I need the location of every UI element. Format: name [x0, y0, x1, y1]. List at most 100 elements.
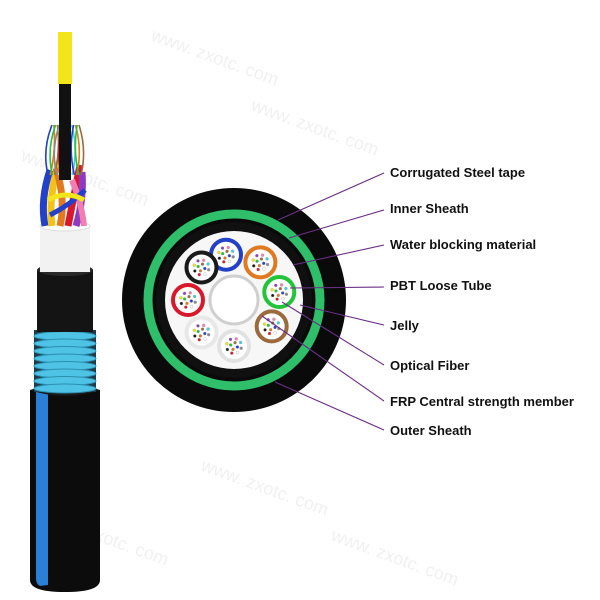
fiber-dot [260, 253, 265, 257]
fiber-dot [206, 327, 210, 331]
leader-jelly [299, 304, 385, 326]
steel-tape-ring [143, 209, 325, 391]
fiber-dot [273, 331, 277, 335]
fiber-dot [230, 249, 235, 253]
fiber-dot [185, 301, 189, 305]
fiber-dot [235, 345, 239, 349]
fiber-dot [227, 254, 232, 258]
fiber-dot [268, 328, 273, 332]
leader-lines [261, 172, 385, 431]
fiber-dot [206, 268, 211, 272]
fiber-dot [265, 257, 269, 261]
fiber-dot [187, 295, 191, 299]
fiber-dot [228, 337, 233, 342]
fiber-dot [200, 262, 205, 266]
loose-tube-black [184, 250, 219, 285]
fiber-dot [276, 321, 280, 325]
water-blocking-tape-side [40, 226, 90, 272]
label-frp-central-strength-member: FRP Central strength member [390, 394, 574, 409]
fiber-dot [200, 327, 205, 331]
watermark-text: www. zxotc. com [198, 455, 332, 520]
fiber-dot [230, 351, 234, 355]
fiber-dot [284, 292, 289, 296]
fiber-dot [198, 334, 203, 338]
loose-tube-white-2 [184, 315, 219, 350]
fiber-dot [255, 259, 259, 263]
frp-central-member [208, 274, 260, 326]
fiber-dot [284, 286, 288, 291]
label-optical-fiber: Optical Fiber [390, 358, 470, 373]
fiber-dot [206, 262, 210, 266]
fiber-dot [262, 322, 267, 326]
fiber-dot [271, 293, 275, 298]
fiber-dot [234, 337, 238, 341]
fiber-dot [280, 291, 285, 295]
central-member-yellow [58, 32, 72, 84]
fiber-dot [217, 256, 222, 260]
fiber-dot [183, 297, 187, 301]
fiber-dot [193, 269, 197, 273]
fiber-dot [188, 291, 192, 295]
fiber-dot [203, 331, 207, 336]
fiber-dot [223, 256, 227, 260]
fiber-dot [193, 300, 197, 304]
fiber-dot [202, 258, 206, 262]
outer-jacket-blue-stripe [36, 392, 48, 586]
leader-inner-sheath [288, 209, 385, 239]
loose-tube-bundle [39, 158, 87, 228]
fiber-dot [231, 347, 235, 351]
leader-outer-sheath [274, 381, 385, 431]
inner-sheath-side [37, 270, 93, 332]
fiber-strand [53, 124, 60, 176]
loose-tube-brown [254, 309, 289, 344]
fiber-dot [221, 252, 225, 256]
fiber-dot [189, 299, 193, 303]
fiber-dot [182, 291, 187, 296]
fiber-dot [192, 294, 197, 299]
fiber-dot [275, 297, 279, 301]
fiber-dot [196, 264, 200, 269]
fiber-dot [262, 261, 266, 266]
loose-tube-green [262, 275, 297, 310]
fiber-dot [278, 287, 282, 291]
fiber-strand [70, 124, 76, 176]
fiber-dot [203, 266, 207, 271]
fiber-dot [217, 250, 221, 255]
fiber-dot [235, 350, 240, 355]
fiber-dot [198, 269, 203, 273]
watermark-text: www. zxotc. com [148, 25, 282, 90]
fiber-dot [193, 334, 197, 338]
watermark-text: www. zxotc. com [328, 525, 462, 590]
fiber-dot [276, 293, 280, 298]
fiber-dot [252, 264, 256, 268]
loose-tubes [171, 237, 297, 363]
loose-tube-orange [243, 245, 278, 280]
fiber-dot [196, 259, 200, 263]
fiber-dot [203, 272, 207, 276]
watermark-text: www. zxotc. com [248, 95, 382, 160]
fiber-dot [262, 267, 266, 271]
fiber-dot [192, 328, 196, 332]
fiber-dot [256, 267, 260, 272]
fiber-dot [196, 329, 200, 334]
loose-tube-blue [209, 237, 244, 272]
leader-frp-central-member [261, 315, 385, 402]
fiber-dot [274, 289, 278, 293]
leader-water-blocking-material [292, 244, 385, 266]
fiber-dot [206, 333, 211, 337]
loose-tube-red [171, 283, 205, 317]
fiber-dot [184, 305, 188, 309]
label-jelly: Jelly [390, 318, 419, 333]
fiber-dot [259, 257, 264, 261]
fiber-dot [272, 317, 276, 321]
fiber-dot [197, 272, 201, 277]
fiber-dot [267, 331, 272, 336]
fiber-dot [255, 254, 259, 258]
fiber-dot [179, 301, 184, 306]
fiber-dot [179, 296, 183, 300]
fiber-dot [203, 337, 207, 341]
label-water-blocking-material: Water blocking material [390, 237, 537, 252]
fiber-dot [279, 283, 284, 287]
fiber-dot [274, 283, 278, 288]
